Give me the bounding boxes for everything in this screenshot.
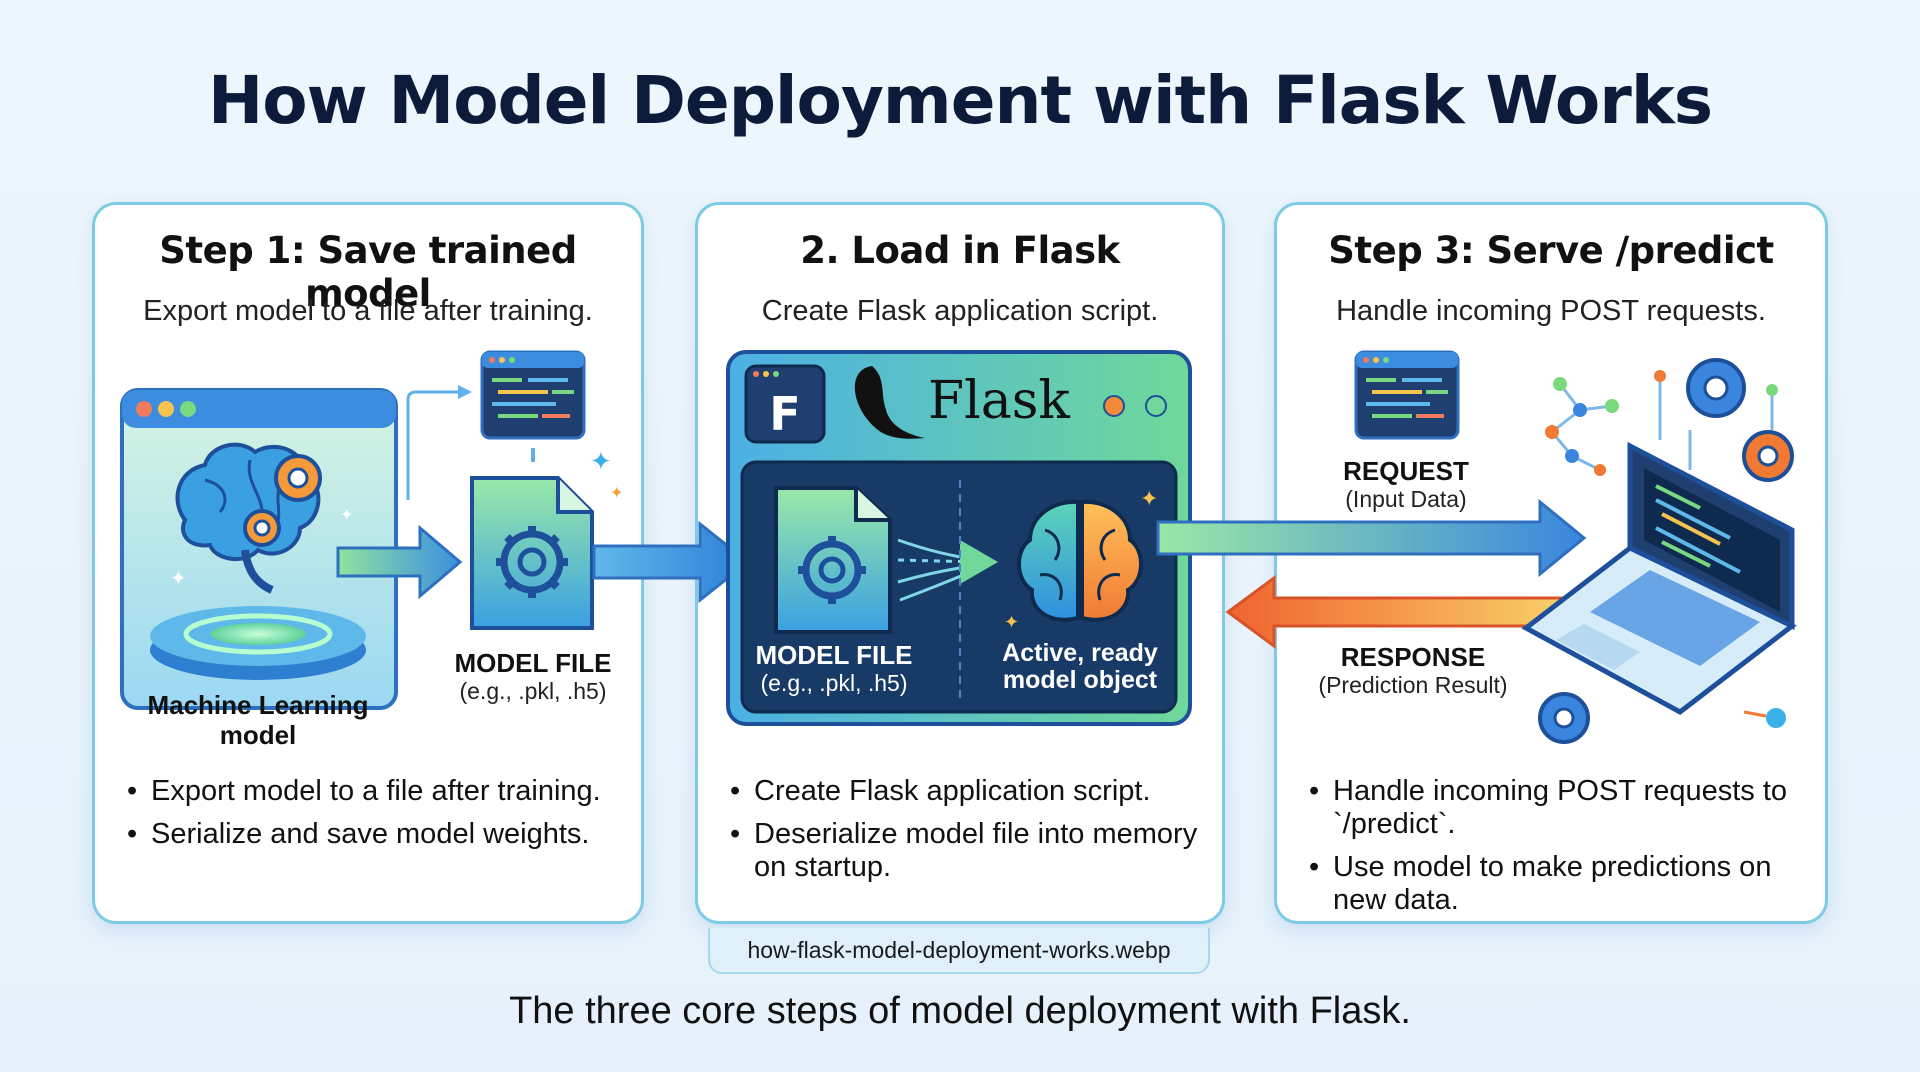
step-1-subtitle: Export model to a file after training. xyxy=(143,295,593,327)
window-dot-icon xyxy=(158,401,174,417)
list-item: Export model to a file after training. xyxy=(123,775,621,808)
step-2-subtitle: Create Flask application script. xyxy=(761,295,1159,327)
sparkle-icon: ✦ xyxy=(590,446,612,476)
connector-line xyxy=(406,390,462,500)
window-dot-icon xyxy=(1145,395,1167,417)
laptop-icon xyxy=(1521,441,1797,715)
flask-app-window: F Flask ✦ ✦ xyxy=(726,350,1192,726)
connector-line xyxy=(1658,380,1774,470)
arrow-ml-to-file xyxy=(336,524,463,600)
list-item: Serialize and save model weights. xyxy=(123,818,621,851)
figure-caption: The three core steps of model deployment… xyxy=(509,990,1411,1032)
step-2-bullets: Create Flask application script. Deseria… xyxy=(726,775,1202,894)
flask-model-file-ext: (e.g., .pkl, .h5) xyxy=(760,670,908,696)
list-item: Use model to make predictions on new dat… xyxy=(1305,851,1805,917)
step-1-title: Step 1: Save trained model xyxy=(159,229,577,315)
flask-horn-icon xyxy=(854,366,925,439)
flask-model-file-label: MODEL FILE xyxy=(755,640,913,670)
code-window-icon xyxy=(1354,350,1460,440)
filename-tag: how-flask-model-deployment-works.webp xyxy=(708,928,1210,974)
list-item: Handle incoming POST requests to `/predi… xyxy=(1305,775,1805,841)
arrow-file-to-flask xyxy=(592,520,751,604)
flask-icon-letter: F xyxy=(769,387,800,441)
file-icon xyxy=(774,486,892,634)
list-item: Create Flask application script. xyxy=(726,775,1202,808)
window-dot-icon xyxy=(180,401,196,417)
step-2-title: 2. Load in Flask xyxy=(800,229,1120,272)
network-node-icon xyxy=(1545,377,1619,476)
model-file-ext: (e.g., .pkl, .h5) xyxy=(459,678,607,704)
arrow-head xyxy=(960,540,998,584)
list-item: Deserialize model file into memory on st… xyxy=(726,818,1202,884)
response-arrow xyxy=(1225,575,1582,649)
brain-icon xyxy=(1017,499,1143,622)
network-icon xyxy=(1549,383,1613,472)
model-file-label: MODEL FILE xyxy=(454,648,612,678)
response-label: RESPONSE xyxy=(1340,642,1486,672)
request-arrow xyxy=(1156,498,1587,578)
sparkle-icon: ✦ xyxy=(170,568,187,590)
sparkle-icon: ✦ xyxy=(1140,486,1158,511)
window-dot-icon xyxy=(1103,395,1125,417)
window-dot-icon xyxy=(136,401,152,417)
step-3-subtitle: Handle incoming POST requests. xyxy=(1336,295,1766,327)
ml-model-window: ✦ ✦ xyxy=(120,388,398,710)
step-3-title: Step 3: Serve /predict xyxy=(1328,229,1774,272)
sparkle-icon: ✦ xyxy=(340,507,353,524)
network-node-icon xyxy=(1766,708,1786,728)
request-label: REQUEST xyxy=(1343,456,1469,486)
sparkle-icon: ✦ xyxy=(1004,612,1019,632)
active-model-label: Active, ready model object xyxy=(1002,639,1158,694)
step-1-bullets: Export model to a file after training. S… xyxy=(123,775,621,861)
flask-logo-text: Flask xyxy=(928,371,1070,431)
code-window-icon xyxy=(480,350,586,440)
sparkle-icon: ✦ xyxy=(610,485,623,502)
gear-icon xyxy=(1538,358,1794,744)
request-sub-label: (Input Data) xyxy=(1345,486,1467,512)
file-icon xyxy=(470,476,594,630)
step-3-bullets: Handle incoming POST requests to `/predi… xyxy=(1305,775,1805,927)
response-sub-label: (Prediction Result) xyxy=(1318,672,1508,698)
page-title: How Model Deployment with Flask Works xyxy=(207,62,1713,139)
gear-icon xyxy=(243,454,322,547)
ml-model-label: Machine Learning model xyxy=(147,690,369,750)
